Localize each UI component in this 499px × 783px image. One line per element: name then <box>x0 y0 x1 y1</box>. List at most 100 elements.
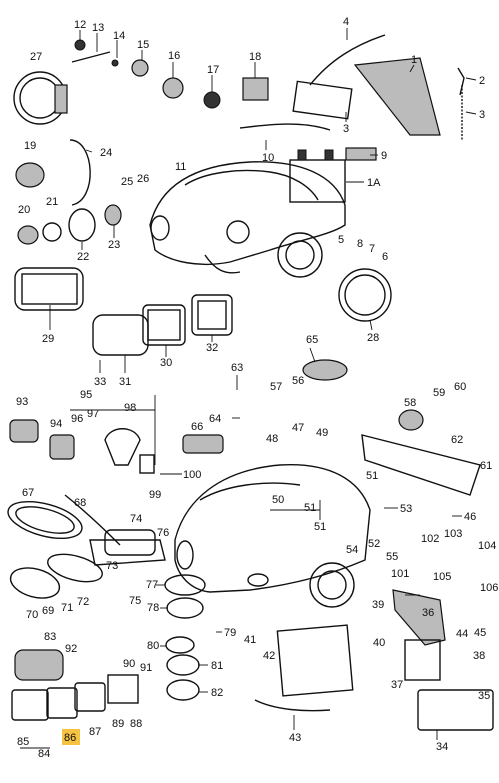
callout-13: 12 <box>74 19 86 31</box>
callout-87: 85 <box>17 736 29 748</box>
callout-17: 16 <box>168 50 180 62</box>
callout-98: 96 <box>71 413 83 425</box>
callout-20: 19 <box>24 140 36 152</box>
callout-47: 46 <box>464 511 476 523</box>
callout-103: 101 <box>391 568 409 580</box>
callout-94: 92 <box>65 643 77 655</box>
callout-102: 100 <box>183 469 201 481</box>
part-shapes <box>7 34 494 731</box>
callout-66: 64 <box>209 413 221 425</box>
leader-lines <box>20 28 477 749</box>
callout-77: 75 <box>129 595 141 607</box>
callout-89: 87 <box>89 726 101 738</box>
callout-46: 45 <box>474 627 486 639</box>
callout-50: 49 <box>316 427 328 439</box>
callout-3: 3 <box>479 109 485 121</box>
callout-32: 31 <box>119 376 131 388</box>
callout-30: 29 <box>42 333 54 345</box>
callout-5: 4 <box>343 16 349 28</box>
car-body-top <box>149 161 346 278</box>
callout-1a: 1A <box>367 177 381 189</box>
callout-69: 67 <box>22 487 34 499</box>
callout-75: 73 <box>106 560 118 572</box>
callout-62: 60 <box>454 381 466 393</box>
callout-85: 83 <box>44 631 56 643</box>
callout-101: 99 <box>149 489 161 501</box>
callout-39: 38 <box>473 650 485 662</box>
callout-107: 105 <box>433 571 451 583</box>
callout-49: 48 <box>266 433 278 445</box>
callout-64: 62 <box>451 434 463 446</box>
callout-4: 3 <box>343 123 349 135</box>
callout-23: 22 <box>77 251 89 263</box>
callout-26: 25 <box>121 176 133 188</box>
callout-95: 93 <box>16 396 28 408</box>
highlight-box-88 <box>62 729 80 745</box>
callout-35: 34 <box>436 741 448 753</box>
callout-70: 68 <box>74 497 86 509</box>
callout-10: 9 <box>381 150 387 162</box>
callout-82: 80 <box>147 640 159 652</box>
callout-93: 91 <box>140 662 152 674</box>
callout-84: 82 <box>211 687 223 699</box>
callout-53: 51 <box>366 470 378 482</box>
callout-91: 89 <box>112 718 124 730</box>
callout-27: 26 <box>137 173 149 185</box>
callout-61: 59 <box>433 387 445 399</box>
callout-71: 69 <box>42 605 54 617</box>
callout-48: 47 <box>292 422 304 434</box>
callout-6: 5 <box>338 234 344 246</box>
callout-34: 33 <box>94 376 106 388</box>
callout-72: 70 <box>26 609 38 621</box>
callout-21: 20 <box>18 204 30 216</box>
callout-55: 53 <box>400 503 412 515</box>
callout-2: 2 <box>479 75 485 87</box>
callout-90: 88 <box>130 718 142 730</box>
callout-60: 58 <box>404 397 416 409</box>
callout-59: 57 <box>270 381 282 393</box>
callout-45: 44 <box>456 628 468 640</box>
callout-56: 54 <box>346 544 358 556</box>
callout-83: 81 <box>211 660 223 672</box>
callout-73: 71 <box>61 602 73 614</box>
callout-31: 30 <box>160 357 172 369</box>
callout-80: 78 <box>147 602 159 614</box>
callout-labels: 12 13 14 15 16 17 18 4 1 2 3 27 3 24 10 … <box>16 16 498 760</box>
callout-86: 84 <box>38 748 50 760</box>
callout-67: 65 <box>306 334 318 346</box>
car-body-bottom <box>174 463 371 608</box>
callout-8: 7 <box>369 243 375 255</box>
callout-68: 66 <box>191 421 203 433</box>
callout-7: 6 <box>382 251 388 263</box>
callout-24: 23 <box>108 239 120 251</box>
callout-9: 8 <box>357 238 363 250</box>
callout-40: 39 <box>372 599 384 611</box>
callout-16: 15 <box>137 39 149 51</box>
callout-38: 37 <box>391 679 403 691</box>
callout-74: 72 <box>77 596 89 608</box>
callout-19: 18 <box>249 51 261 63</box>
callout-54: 52 <box>368 538 380 550</box>
callout-25: 24 <box>100 147 112 159</box>
callout-52: 51 <box>314 521 326 533</box>
callout-76: 74 <box>130 513 142 525</box>
callout-99: 97 <box>87 408 99 420</box>
callout-96: 94 <box>50 418 62 430</box>
callout-36: 35 <box>478 690 490 702</box>
callout-57: 55 <box>386 551 398 563</box>
callout-105: 103 <box>444 528 462 540</box>
callout-12: 11 <box>175 161 186 173</box>
callout-108: 106 <box>480 582 498 594</box>
callout-28: 27 <box>30 51 42 63</box>
callout-100: 98 <box>124 402 136 414</box>
callout-58: 56 <box>292 375 304 387</box>
callout-14: 13 <box>92 22 104 34</box>
callout-97: 95 <box>80 389 92 401</box>
callout-65: 63 <box>231 362 243 374</box>
callout-18: 17 <box>207 64 219 76</box>
callout-106: 104 <box>478 540 496 552</box>
callout-44: 43 <box>289 732 301 744</box>
callout-43: 42 <box>263 650 275 662</box>
callout-37: 36 <box>422 607 434 619</box>
callout-41: 40 <box>373 637 385 649</box>
